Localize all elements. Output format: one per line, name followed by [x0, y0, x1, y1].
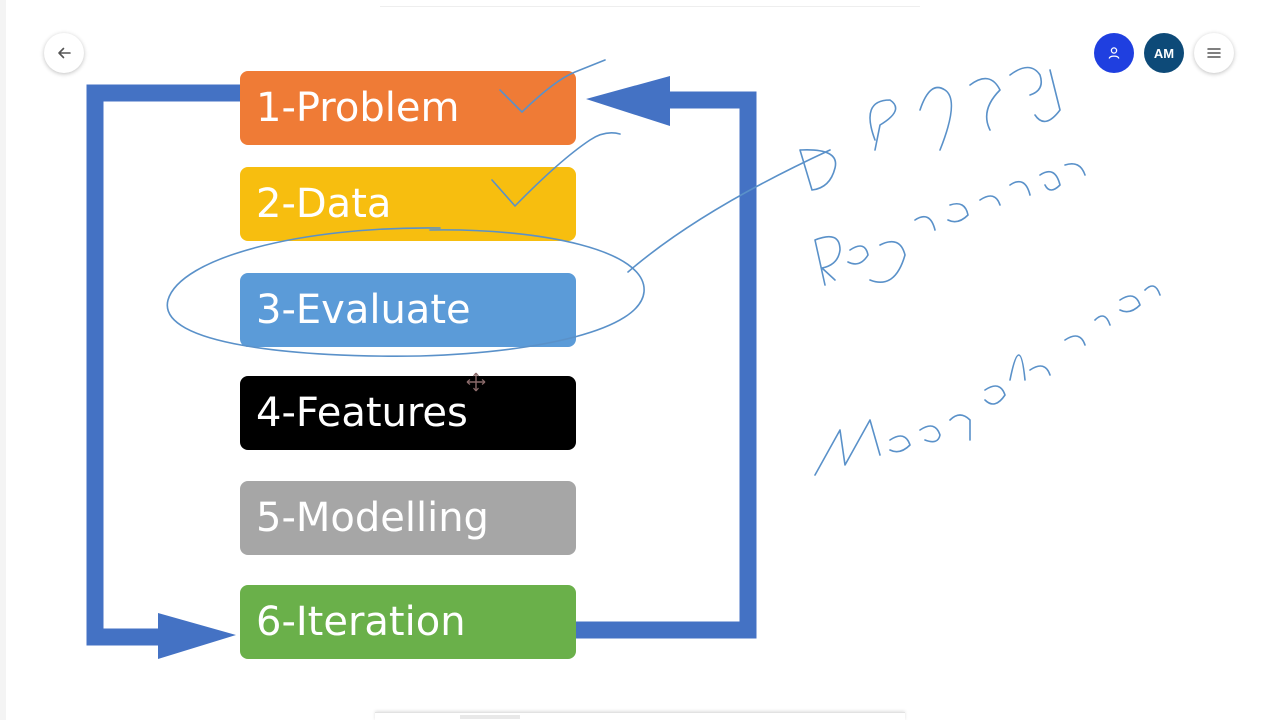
- step-features: 4-Features: [240, 376, 576, 450]
- left-cycle-arrow: [86, 84, 240, 646]
- avatar[interactable]: AM: [1144, 33, 1184, 73]
- toolbar-handle: [460, 715, 520, 719]
- right-arrowhead: [586, 76, 670, 126]
- step-evaluate: 3-Evaluate: [240, 273, 576, 347]
- back-button[interactable]: [44, 33, 84, 73]
- step-problem: 1-Problem: [240, 71, 576, 145]
- arrow-left-icon: [58, 47, 71, 59]
- hamburger-icon: [1207, 48, 1221, 58]
- step-iteration: 6-Iteration: [240, 585, 576, 659]
- person-icon: [1108, 47, 1120, 59]
- right-cycle-arrow: [576, 91, 757, 639]
- step-modelling: 5-Modelling: [240, 481, 576, 555]
- top-strip: [380, 0, 920, 7]
- participants-button[interactable]: [1094, 33, 1134, 73]
- menu-button[interactable]: [1194, 33, 1234, 73]
- top-right-controls: AM: [1094, 33, 1234, 73]
- bottom-toolbar[interactable]: [375, 712, 905, 720]
- left-edge: [0, 0, 6, 720]
- step-data: 2-Data: [240, 167, 576, 241]
- cursor-crosshair-icon: [466, 372, 486, 392]
- left-arrowhead: [158, 613, 236, 659]
